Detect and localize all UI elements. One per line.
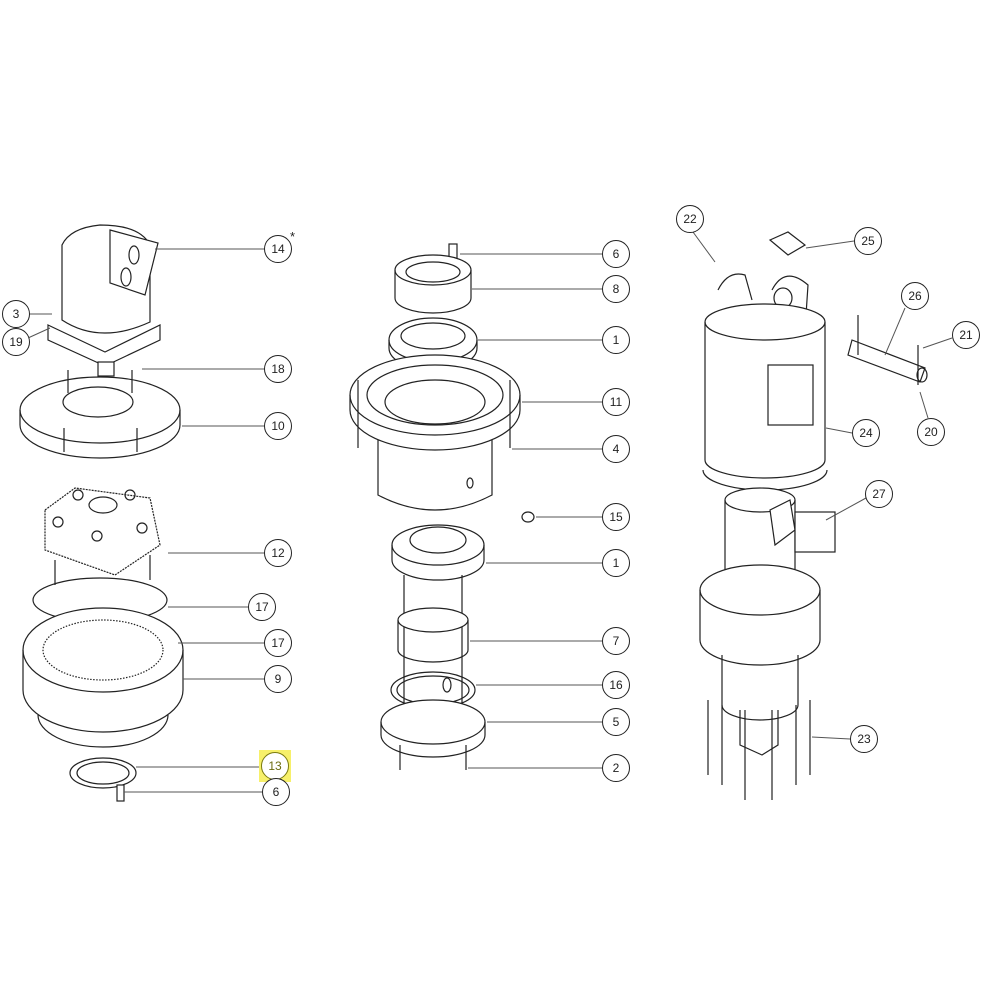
callout-3[interactable]: 3 bbox=[2, 300, 30, 328]
bolts-part-23 bbox=[707, 700, 811, 800]
callout-17-oring[interactable]: 17 bbox=[248, 593, 276, 621]
planetary-part-12 bbox=[32, 487, 168, 623]
callout-18[interactable]: 18 bbox=[264, 355, 292, 383]
callout-25[interactable]: 25 bbox=[854, 227, 882, 255]
callout-27[interactable]: 27 bbox=[865, 480, 893, 508]
callout-4[interactable]: 4 bbox=[602, 435, 630, 463]
callout-22[interactable]: 22 bbox=[676, 205, 704, 233]
callout-6-left[interactable]: 6 bbox=[262, 778, 290, 806]
callout-26[interactable]: 26 bbox=[901, 282, 929, 310]
motor-part-14 bbox=[47, 224, 161, 377]
callout-2[interactable]: 2 bbox=[602, 754, 630, 782]
callout-1-top[interactable]: 1 bbox=[602, 326, 630, 354]
callout-19[interactable]: 19 bbox=[2, 328, 30, 356]
plate-part-25 bbox=[768, 231, 807, 256]
motor-assembly-part-27 bbox=[699, 487, 836, 756]
callout-20[interactable]: 20 bbox=[917, 418, 945, 446]
callout-23[interactable]: 23 bbox=[850, 725, 878, 753]
pin-part-26 bbox=[847, 315, 928, 385]
flange-part-10 bbox=[19, 370, 181, 459]
callout-10[interactable]: 10 bbox=[264, 412, 292, 440]
callout-5[interactable]: 5 bbox=[602, 708, 630, 736]
shaft-part-7 bbox=[391, 524, 485, 720]
ring-gear-part-9 bbox=[22, 607, 184, 802]
callout-21[interactable]: 21 bbox=[952, 321, 980, 349]
callout-15[interactable]: 15 bbox=[602, 503, 630, 531]
asterisk-note: * bbox=[290, 229, 296, 244]
callout-13-highlighted[interactable]: 13 bbox=[261, 752, 289, 780]
callout-8[interactable]: 8 bbox=[602, 275, 630, 303]
callout-1-bottom[interactable]: 1 bbox=[602, 549, 630, 577]
cap-part-5 bbox=[380, 699, 486, 770]
callout-7[interactable]: 7 bbox=[602, 627, 630, 655]
callout-6-center[interactable]: 6 bbox=[602, 240, 630, 268]
nut-part-8 bbox=[394, 243, 472, 314]
callout-14[interactable]: 14 bbox=[264, 235, 292, 263]
callout-12[interactable]: 12 bbox=[264, 539, 292, 567]
plug-part-15 bbox=[521, 511, 535, 523]
housing-part-11 bbox=[349, 354, 521, 511]
callout-16[interactable]: 16 bbox=[602, 671, 630, 699]
callout-9[interactable]: 9 bbox=[264, 665, 292, 693]
callout-11[interactable]: 11 bbox=[602, 388, 630, 416]
callout-24[interactable]: 24 bbox=[852, 419, 880, 447]
head-part-24 bbox=[702, 273, 828, 491]
callout-17-ring[interactable]: 17 bbox=[264, 629, 292, 657]
